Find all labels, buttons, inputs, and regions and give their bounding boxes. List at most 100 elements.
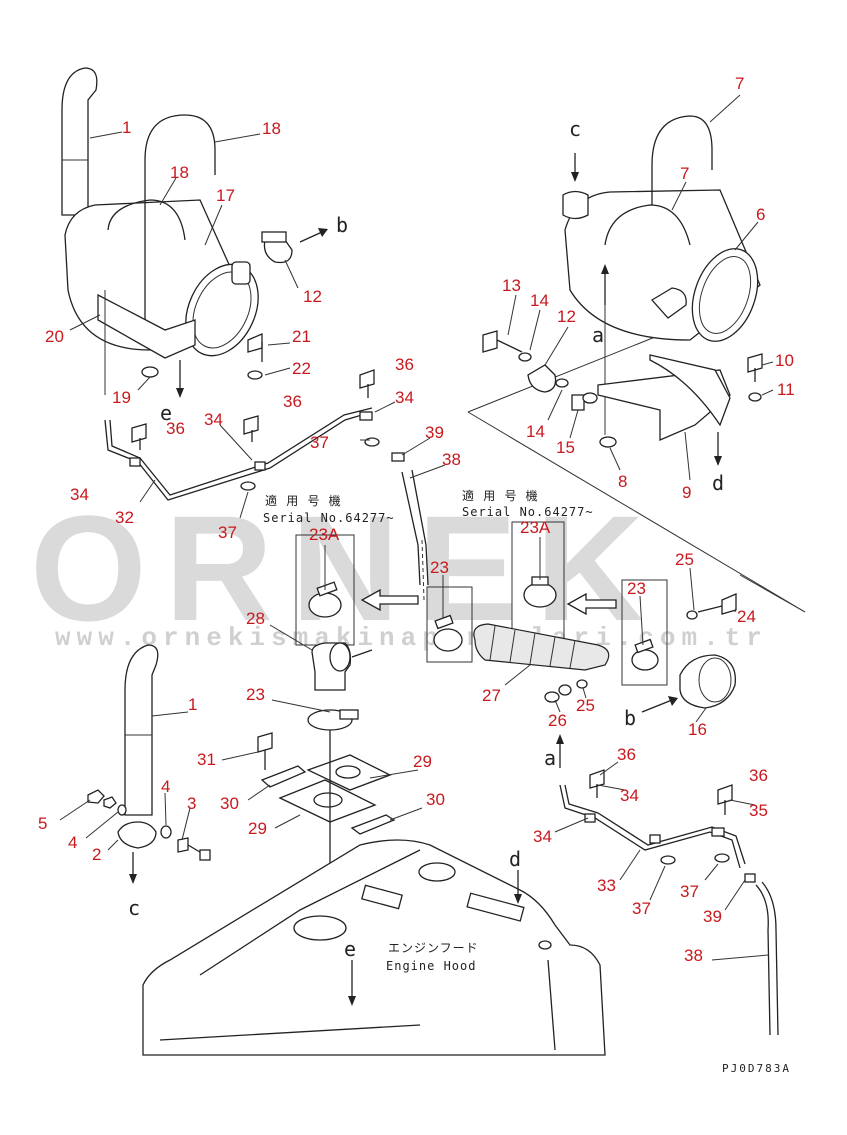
callout-12: 12 xyxy=(303,287,322,306)
callout-25: 25 xyxy=(576,696,595,715)
callout-37: 37 xyxy=(310,433,329,452)
callout-37: 37 xyxy=(632,899,651,918)
callout-27: 27 xyxy=(482,686,501,705)
callout-25: 25 xyxy=(675,550,694,569)
callout-23A: 23A xyxy=(520,518,551,537)
replacement-arrow-left xyxy=(360,588,419,612)
exhaust-pipe-bottom xyxy=(124,644,159,816)
watermark-logo: ORNEK xyxy=(30,484,662,652)
callout-29: 29 xyxy=(413,752,432,771)
engine-hood xyxy=(142,839,606,1056)
serial-note-left-en: Serial No.64277~ xyxy=(263,511,395,525)
right-muffler-assembly xyxy=(467,115,806,613)
serial-note-right-en: Serial No.64277~ xyxy=(462,505,594,519)
view-label-c: c xyxy=(569,117,581,141)
callout-36: 36 xyxy=(166,419,185,438)
view-labels: b e c a d b a c d e xyxy=(128,117,724,961)
view-label-e: e xyxy=(160,401,172,425)
flex-bellows xyxy=(473,623,610,671)
callout-8: 8 xyxy=(618,472,627,491)
pipe-right xyxy=(559,784,741,869)
callout-11: 11 xyxy=(777,380,795,399)
callout-7: 7 xyxy=(680,164,689,183)
callout-22: 22 xyxy=(292,359,311,378)
callout-34: 34 xyxy=(204,410,223,429)
callout-15: 15 xyxy=(556,438,575,457)
callout-29: 29 xyxy=(248,819,267,838)
callout-30: 30 xyxy=(220,794,239,813)
pipe-assembly-right xyxy=(556,734,779,1036)
clamp-left xyxy=(263,239,293,264)
view-label-b-lower: b xyxy=(624,706,636,730)
callout-23A: 23A xyxy=(309,525,340,544)
view-label-d: d xyxy=(712,471,724,495)
pipe-left xyxy=(104,411,373,501)
u-bolt-right xyxy=(651,115,713,205)
callout-18: 18 xyxy=(262,119,281,138)
callout-10: 10 xyxy=(775,351,794,370)
callout-leaders xyxy=(59,94,774,961)
u-bolt-left xyxy=(144,114,216,345)
callout-28: 28 xyxy=(246,609,265,628)
engine-hood-label-en: Engine Hood xyxy=(386,959,476,973)
callout-23: 23 xyxy=(627,579,646,598)
callout-37: 37 xyxy=(218,523,237,542)
callout-34: 34 xyxy=(395,388,414,407)
callout-1: 1 xyxy=(122,118,131,137)
watermark: ORNEK www.ornekismakinaparcalari.com.tr xyxy=(30,484,768,653)
view-label-d-lower: d xyxy=(509,847,521,871)
drawing-code: PJ0D783A xyxy=(722,1062,791,1075)
callout-31: 31 xyxy=(197,750,216,769)
callout-2: 2 xyxy=(92,845,101,864)
callout-5: 5 xyxy=(38,814,47,833)
callout-12: 12 xyxy=(557,307,576,326)
callout-36: 36 xyxy=(617,745,636,764)
callout-33: 33 xyxy=(597,876,616,895)
callout-20: 20 xyxy=(45,327,64,346)
callout-14: 14 xyxy=(526,422,545,441)
exhaust-pipe-top xyxy=(61,67,98,216)
callout-38: 38 xyxy=(442,450,461,469)
callout-14: 14 xyxy=(530,291,549,310)
callout-26: 26 xyxy=(548,711,567,730)
callout-32: 32 xyxy=(115,508,134,527)
callout-34: 34 xyxy=(533,827,552,846)
callout-9: 9 xyxy=(682,483,691,502)
engine-hood-label-jp: エンジンフード xyxy=(388,941,479,955)
callout-4: 4 xyxy=(161,777,170,796)
callout-17: 17 xyxy=(216,186,235,205)
callout-34: 34 xyxy=(620,786,639,805)
callout-7: 7 xyxy=(735,74,744,93)
callout-3: 3 xyxy=(187,794,196,813)
callout-39: 39 xyxy=(425,423,444,442)
callout-23: 23 xyxy=(430,558,449,577)
replacement-arrow-right xyxy=(566,592,617,616)
callout-39: 39 xyxy=(703,907,722,926)
serial-note-right-jp: 適 用 号 機 xyxy=(462,488,539,503)
callout-6: 6 xyxy=(756,205,765,224)
callout-30: 30 xyxy=(426,790,445,809)
callout-36: 36 xyxy=(283,392,302,411)
view-label-a-lower: a xyxy=(544,746,556,770)
callout-36: 36 xyxy=(749,766,768,785)
view-label-b: b xyxy=(336,213,348,237)
annotations: 適 用 号 機 Serial No.64277~ 適 用 号 機 Serial … xyxy=(263,488,791,1075)
callout-numbers: 1 18 18 17 12 20 21 22 19 36 34 36 34 36… xyxy=(38,74,795,965)
callout-18: 18 xyxy=(170,163,189,182)
callout-1: 1 xyxy=(188,695,197,714)
callout-21: 21 xyxy=(292,327,311,346)
middle-assembly xyxy=(295,521,737,713)
callout-4: 4 xyxy=(68,833,77,852)
watermark-url: www.ornekismakinaparcalari.com.tr xyxy=(55,623,768,653)
callout-24: 24 xyxy=(737,607,756,626)
callout-13: 13 xyxy=(502,276,521,295)
view-label-c-lower: c xyxy=(128,896,140,920)
serial-note-left-jp: 適 用 号 機 xyxy=(265,493,342,508)
view-label-e-lower: e xyxy=(344,937,356,961)
callout-34: 34 xyxy=(70,485,89,504)
callout-38: 38 xyxy=(684,946,703,965)
rain-cap xyxy=(679,654,736,709)
callout-16: 16 xyxy=(688,720,707,739)
